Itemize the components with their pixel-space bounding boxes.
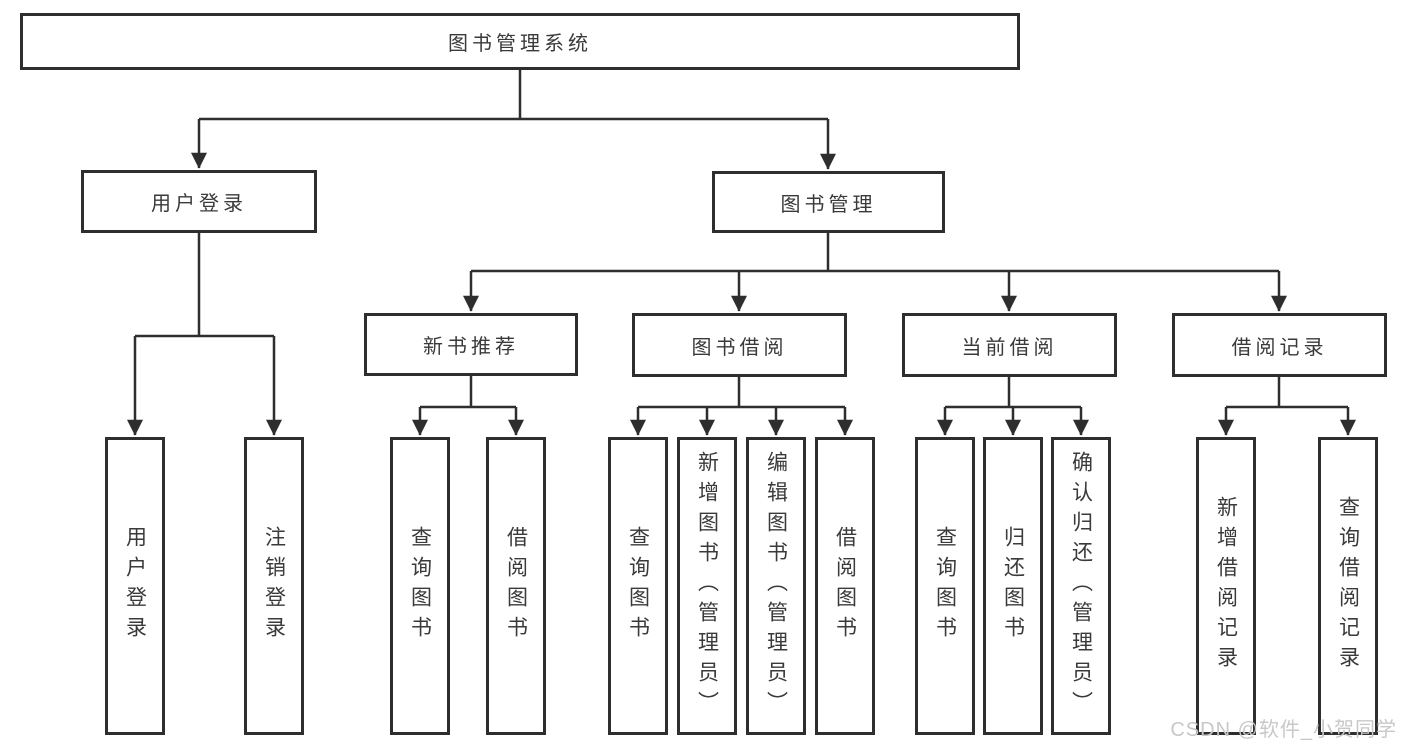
leaf-user-login: 用户登录 <box>105 437 165 735</box>
node-borrowing-records: 借阅记录 <box>1172 313 1387 377</box>
leaf-query-books-current-label: 查询图书 <box>933 526 957 646</box>
connector-root-to-level2 <box>190 70 837 170</box>
leaf-add-books-admin-label: 新增图书（管理员） <box>695 451 719 721</box>
leaf-return-books: 归还图书 <box>983 437 1043 735</box>
connector-book-borrowing-to-leaves <box>629 377 854 436</box>
node-library-system: 图书管理系统 <box>20 13 1020 70</box>
leaf-edit-books-admin-label: 编辑图书（管理员） <box>764 451 788 721</box>
connector-book-management-to-level3 <box>462 233 1288 312</box>
node-book-management-label: 图书管理 <box>780 193 877 216</box>
node-user-login: 用户登录 <box>81 170 317 233</box>
node-book-borrowing-label: 图书借阅 <box>691 336 788 359</box>
node-library-system-label: 图书管理系统 <box>448 33 592 55</box>
leaf-borrow-books-recommend: 借阅图书 <box>486 437 546 735</box>
leaf-query-books-borrowing: 查询图书 <box>608 437 668 735</box>
node-new-book-recommend-label: 新书推荐 <box>423 336 519 358</box>
leaf-add-borrow-record-label: 新增借阅记录 <box>1214 496 1238 676</box>
leaf-add-borrow-record: 新增借阅记录 <box>1196 437 1256 735</box>
leaf-query-books-recommend: 查询图书 <box>390 437 450 735</box>
leaf-query-books-current: 查询图书 <box>915 437 975 735</box>
leaf-confirm-return-admin: 确认归还（管理员） <box>1051 437 1111 735</box>
node-user-login-label: 用户登录 <box>151 193 247 215</box>
connector-current-borrowing-to-leaves <box>936 377 1090 436</box>
connector-borrowing-records-to-leaves <box>1217 377 1357 436</box>
node-borrowing-records-label: 借阅记录 <box>1231 336 1328 359</box>
node-book-management: 图书管理 <box>712 171 945 233</box>
leaf-query-borrow-record-label: 查询借阅记录 <box>1336 496 1360 676</box>
leaf-logout-label: 注销登录 <box>262 526 286 646</box>
node-current-borrowing: 当前借阅 <box>902 313 1117 377</box>
node-current-borrowing-label: 当前借阅 <box>961 336 1058 359</box>
connector-user-login-to-leaves <box>126 233 283 436</box>
leaf-user-login-label: 用户登录 <box>123 526 147 646</box>
leaf-return-books-label: 归还图书 <box>1001 526 1025 646</box>
node-new-book-recommend: 新书推荐 <box>364 313 578 376</box>
leaf-query-books-borrowing-label: 查询图书 <box>626 526 650 646</box>
leaf-confirm-return-admin-label: 确认归还（管理员） <box>1069 451 1093 721</box>
leaf-edit-books-admin: 编辑图书（管理员） <box>746 437 806 735</box>
leaf-borrow-books-recommend-label: 借阅图书 <box>504 526 528 646</box>
leaf-add-books-admin: 新增图书（管理员） <box>677 437 737 735</box>
leaf-borrow-books-borrowing: 借阅图书 <box>815 437 875 735</box>
leaf-borrow-books-borrowing-label: 借阅图书 <box>833 526 857 646</box>
csdn-watermark: CSDN @软件_小贺同学 <box>1170 719 1397 741</box>
leaf-logout: 注销登录 <box>244 437 304 735</box>
connector-new-book-recommend-to-leaves <box>411 376 525 436</box>
node-book-borrowing: 图书借阅 <box>632 313 847 377</box>
leaf-query-books-recommend-label: 查询图书 <box>408 526 432 646</box>
leaf-query-borrow-record: 查询借阅记录 <box>1318 437 1378 735</box>
